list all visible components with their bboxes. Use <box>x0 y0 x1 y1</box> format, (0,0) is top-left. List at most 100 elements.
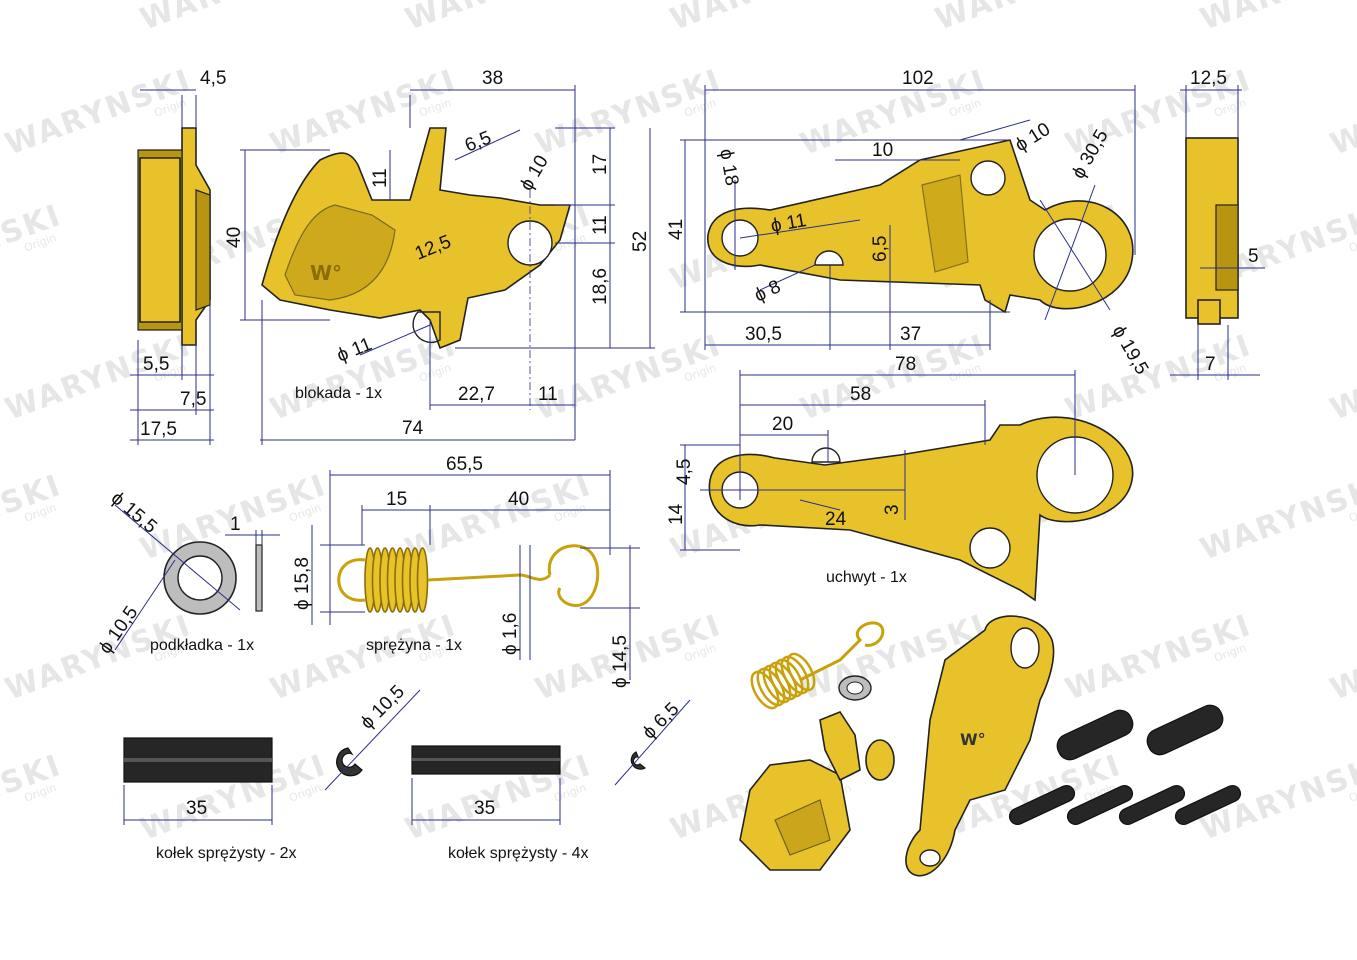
blokada-dim-17-5: 17,5 <box>140 419 177 440</box>
spring-coil <box>416 547 429 613</box>
uchwyt-dim-hole-10: ϕ 10 <box>1012 119 1055 156</box>
uchwyt-dim-4-5: 4,5 <box>674 459 695 485</box>
svg-text:WARYNSKI: WARYNSKI <box>931 0 1126 38</box>
blokada-dim-11-left: 11 <box>370 168 391 188</box>
kolek-2x-dim-10-5: ϕ 10,5 <box>357 681 409 733</box>
svg-text:Origin: Origin <box>1347 231 1357 255</box>
uchwyt-side-dim-12-5: 12,5 <box>1190 68 1227 89</box>
kolek-4x-view <box>411 745 647 775</box>
blokada-front-view: W° <box>261 127 572 350</box>
blokada-side-view <box>137 127 211 346</box>
podkladka-caption: podkładka - 1x <box>150 637 254 654</box>
kolek-2x-caption: kołek sprężysty - 2x <box>156 845 296 862</box>
blokada-dim-7-5: 7,5 <box>180 389 206 410</box>
kolek-4x-dim-35: 35 <box>474 798 495 819</box>
uchwyt-dim-37: 37 <box>900 324 921 345</box>
assembly-illustration: W° <box>739 615 1242 877</box>
uchwyt-dim-3: 3 <box>882 504 903 515</box>
iso-spring <box>750 652 816 710</box>
uchwyt-dim-14: 14 <box>666 503 687 525</box>
kolek-4x-dim-6-5: ϕ 6,5 <box>639 699 684 744</box>
uchwyt-dim-6-5: 6,5 <box>870 236 891 262</box>
kolek-4x-caption: kołek sprężysty - 4x <box>448 845 588 862</box>
iso-spring-coil <box>774 658 804 698</box>
blokada-dim-thickness-top: 4,5 <box>200 68 226 89</box>
kolek-4x-dims <box>411 699 691 825</box>
uchwyt-caption: uchwyt - 1x <box>826 569 907 586</box>
uchwyt-dim-24: 24 <box>825 509 847 530</box>
sprezyna-dim-15-8: ϕ 15,8 <box>292 557 313 610</box>
svg-text:WARYNSKI: WARYNSKI <box>1196 0 1357 38</box>
iso-spring-coil <box>786 652 816 692</box>
blokada-caption: blokada - 1x <box>295 385 382 402</box>
svg-text:WARYNSKI: WARYNSKI <box>1326 328 1357 428</box>
uchwyt-top-dims <box>680 85 1136 350</box>
podkladka-view <box>163 541 263 615</box>
sprezyna-dim-40: 40 <box>508 489 529 510</box>
sprezyna-dim-65-5: 65,5 <box>446 454 483 475</box>
uchwyt-dim-102: 102 <box>902 68 934 89</box>
svg-text:WARYNSKI: WARYNSKI <box>666 0 861 38</box>
svg-text:WARYNSKI: WARYNSKI <box>1196 468 1357 568</box>
svg-text:WARYNSKI: WARYNSKI <box>1326 63 1357 163</box>
uchwyt-front-view <box>708 416 1134 602</box>
sprezyna-view <box>337 544 600 613</box>
uchwyt-side-dim-5: 5 <box>1248 246 1259 267</box>
blokada-dim-74: 74 <box>402 418 424 439</box>
blokada-dim-11-right: 11 <box>590 215 611 235</box>
blokada-dim-6-5: 6,5 <box>462 127 494 156</box>
svg-text:WARYNSKI: WARYNSKI <box>1326 608 1357 708</box>
svg-text:W°: W° <box>960 730 986 749</box>
podkladka-dim-15-5: ϕ 15,5 <box>107 488 161 538</box>
svg-text:WARYNSKI: WARYNSKI <box>0 0 66 38</box>
uchwyt-dim-41: 41 <box>666 219 687 240</box>
blokada-dim-52: 52 <box>630 231 651 252</box>
uchwyt-dim-hole-18: ϕ 18 <box>715 147 742 187</box>
kolek-2x-view <box>123 737 363 783</box>
blokada-dim-18-6: 18,6 <box>590 268 611 305</box>
podkladka-dim-1: 1 <box>230 514 241 535</box>
uchwyt-top-view <box>707 139 1134 314</box>
svg-text:W°: W° <box>310 261 342 285</box>
iso-pins <box>1008 704 1242 826</box>
sprezyna-dim-14-5: ϕ 14,5 <box>610 635 631 688</box>
blokada-dim-5-5: 5,5 <box>143 354 169 375</box>
blokada-dim-11-bottom: 11 <box>538 384 558 405</box>
uchwyt-side-view <box>1185 137 1239 325</box>
kolek-2x-dims <box>123 689 421 825</box>
uchwyt-dim-58: 58 <box>850 384 871 405</box>
uchwyt-side-dims <box>1170 85 1265 380</box>
svg-text:WARYNSKI: WARYNSKI <box>401 0 596 38</box>
iso-spring-coil <box>780 655 810 695</box>
uchwyt-dim-78: 78 <box>895 354 916 375</box>
uchwyt-front-dims <box>680 370 1076 551</box>
sprezyna-dim-1-6: ϕ 1,6 <box>500 613 521 655</box>
uchwyt-side-dim-7: 7 <box>1205 354 1216 375</box>
blokada-side-dims <box>130 89 214 445</box>
sprezyna-dim-15: 15 <box>386 489 407 510</box>
uchwyt-dim-ring-19-5: ϕ 19,5 <box>1108 322 1153 378</box>
uchwyt-dim-10: 10 <box>872 140 893 161</box>
